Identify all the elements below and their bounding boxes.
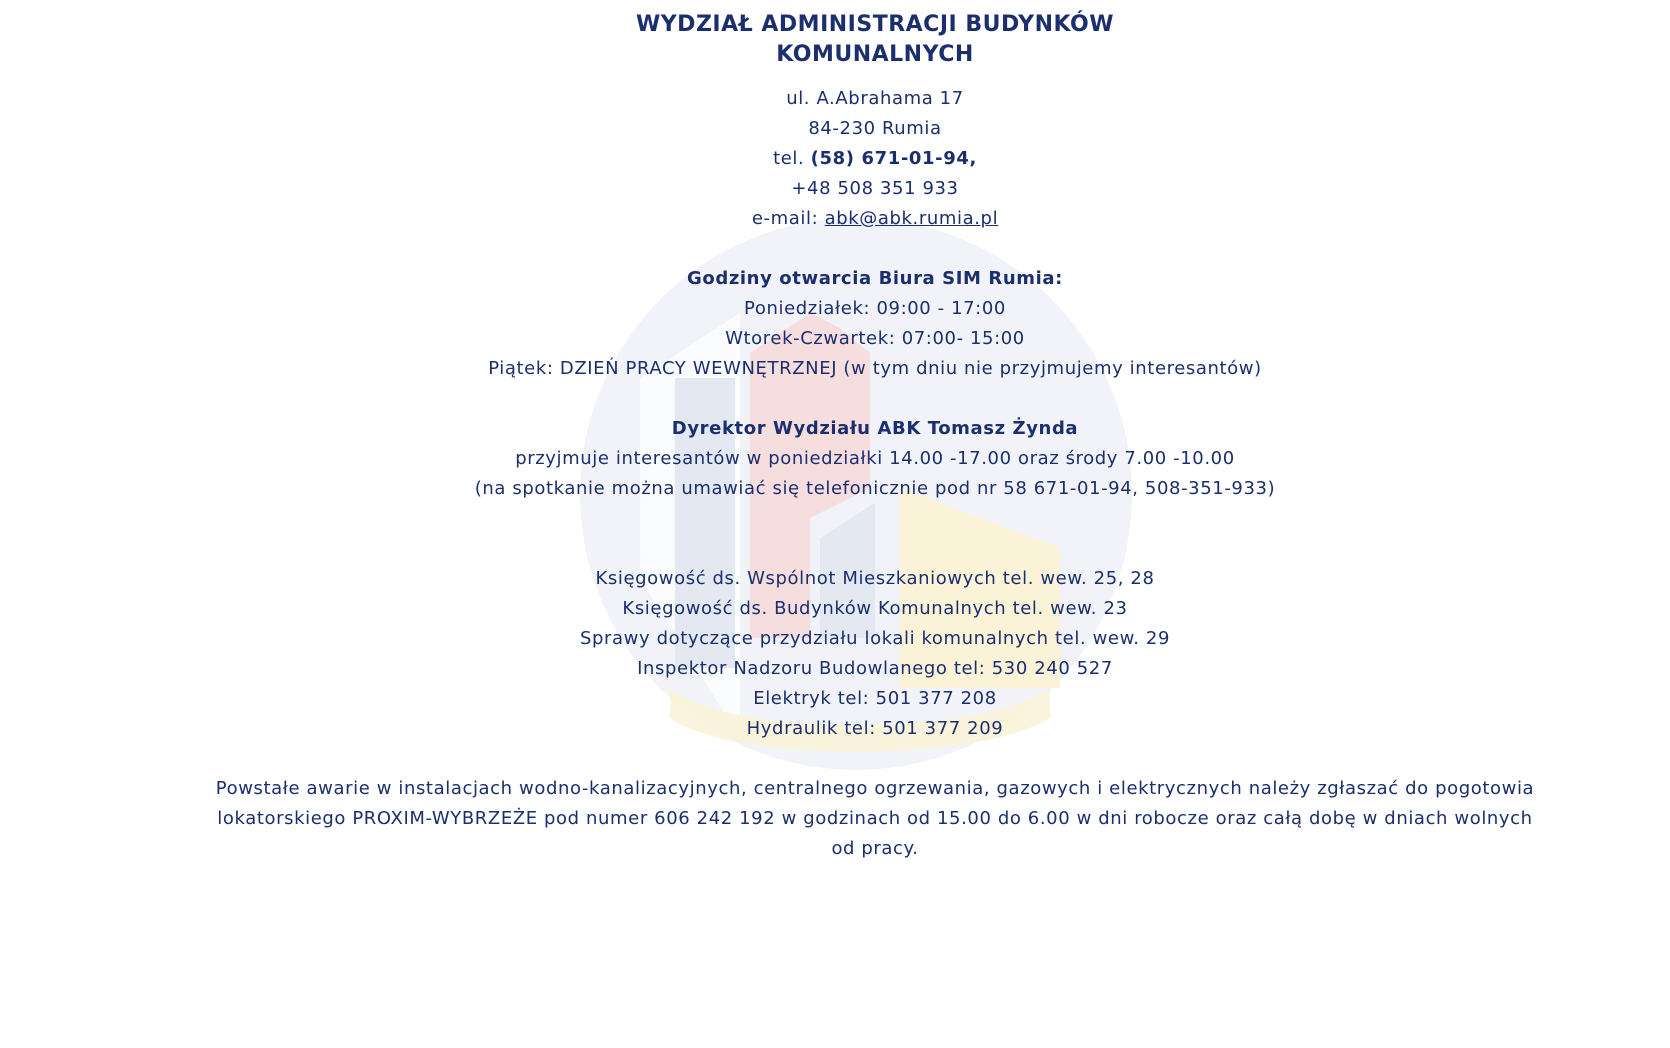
phone-main: (58) 671-01-94 xyxy=(810,148,970,169)
phone-prefix: tel. xyxy=(773,148,811,169)
page-title: WYDZIAŁ ADMINISTRACJI BUDYNKÓW KOMUNALNY… xyxy=(0,10,1670,70)
address-mobile: +48 508 351 933 xyxy=(791,178,959,199)
logo-watermark xyxy=(580,218,1132,770)
email-prefix: e-mail: xyxy=(751,208,825,229)
address-street: ul. A.Abrahama 17 xyxy=(786,88,964,109)
contact-item: Księgowość ds. Wspólnot Mieszkaniowych t… xyxy=(595,568,1155,589)
director-hours: przyjmuje interesantów w poniedziałki 14… xyxy=(515,448,1235,469)
page-title-line1: WYDZIAŁ ADMINISTRACJI BUDYNKÓW xyxy=(635,12,1115,37)
page-title-line2: KOMUNALNYCH xyxy=(776,42,974,67)
hours-monday: Poniedziałek: 09:00 - 17:00 xyxy=(744,298,1006,319)
contact-item: Hydraulik tel: 501 377 209 xyxy=(746,718,1004,739)
contact-item: Elektryk tel: 501 377 208 xyxy=(753,688,997,709)
hours-heading: Godziny otwarcia Biura SIM Rumia: xyxy=(687,268,1063,289)
director-heading: Dyrektor Wydziału ABK Tomasz Żynda xyxy=(671,418,1079,439)
emergency-notice: Powstałe awarie w instalacjach wodno-kan… xyxy=(215,778,1535,859)
contact-item: Sprawy dotyczące przydziału lokali komun… xyxy=(580,628,1170,649)
contact-item: Księgowość ds. Budynków Komunalnych tel.… xyxy=(622,598,1128,619)
contacts-list: Księgowość ds. Wspólnot Mieszkaniowych t… xyxy=(0,564,1670,744)
hours-friday: Piątek: DZIEŃ PRACY WEWNĘTRZNEJ (w tym d… xyxy=(488,358,1262,379)
address-phone: tel. (58) 671-01-94, xyxy=(0,144,1670,174)
contact-item: Inspektor Nadzoru Budowlanego tel: 530 2… xyxy=(637,658,1113,679)
phone-separator: , xyxy=(969,148,977,169)
email-link[interactable]: abk@abk.rumia.pl xyxy=(824,208,999,229)
address-email: e-mail: abk@abk.rumia.pl xyxy=(0,204,1670,234)
contact-content: WYDZIAŁ ADMINISTRACJI BUDYNKÓW KOMUNALNY… xyxy=(0,10,1670,859)
director-note: (na spotkanie można umawiać się telefoni… xyxy=(474,478,1276,499)
hours-tue-thu: Wtorek-Czwartek: 07:00- 15:00 xyxy=(725,328,1025,349)
address-city: 84-230 Rumia xyxy=(808,118,942,139)
